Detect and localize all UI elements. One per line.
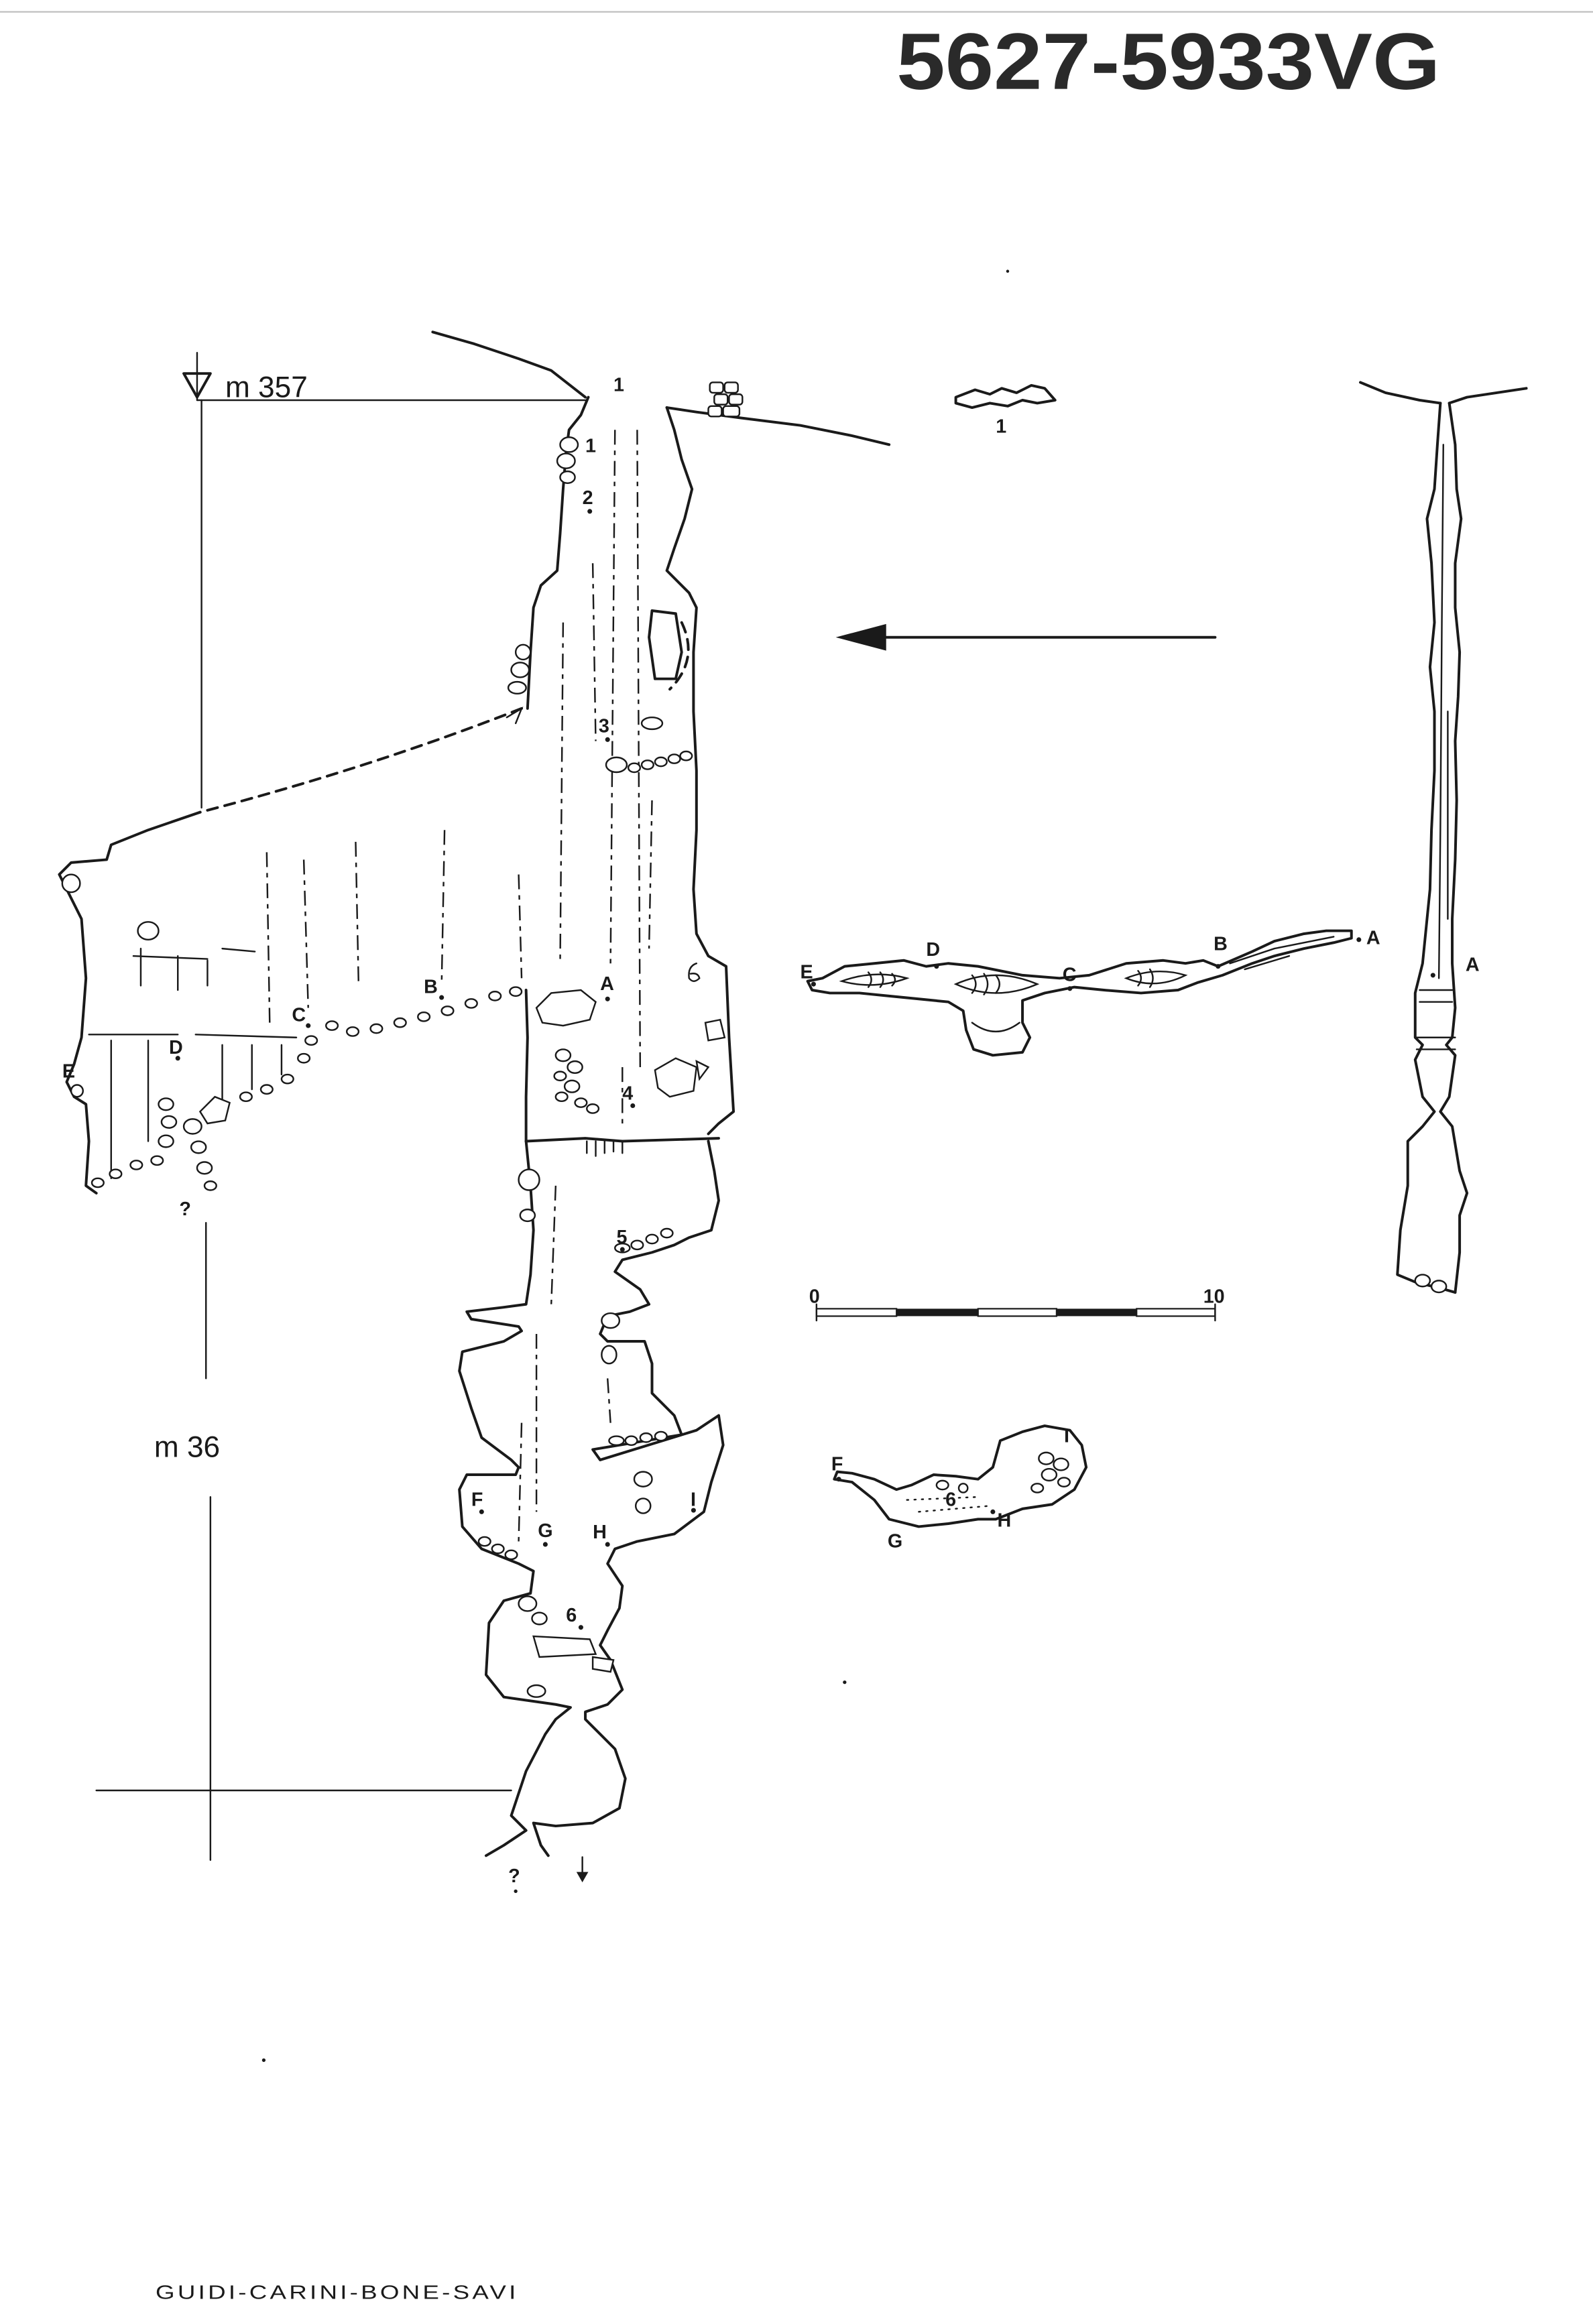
plan-1-outline bbox=[954, 383, 1057, 410]
direction-arrow bbox=[835, 623, 1217, 651]
plan-F-I-station-label: F bbox=[831, 1453, 843, 1475]
station-label: 2 bbox=[583, 487, 593, 509]
section-drawing: m 357 m 36 bbox=[58, 330, 891, 1894]
pillar-dashed-edge bbox=[668, 621, 690, 691]
station-label: 6 bbox=[566, 1605, 577, 1626]
chamber-roof-dashed bbox=[198, 707, 523, 814]
profile-station-label: A bbox=[1466, 954, 1480, 975]
elevation-triangle-icon bbox=[182, 372, 212, 399]
station-label: E bbox=[62, 1060, 75, 1082]
station-label: H bbox=[593, 1522, 607, 1543]
plan-A-E-outline bbox=[806, 929, 1353, 1057]
station-label: C bbox=[292, 1004, 306, 1026]
plan-A-E-station-label: D bbox=[926, 939, 940, 961]
profile-surface bbox=[1359, 381, 1528, 405]
plan-F-I-station-label: G bbox=[888, 1530, 902, 1552]
plan-A-E-station-label: A bbox=[1366, 927, 1380, 949]
plan-1: 1 bbox=[954, 383, 1057, 438]
chamber-floor-pebbles bbox=[91, 986, 523, 1191]
section-station-labels: 1 1 2 3 A B C D E 4 5 F G H I 6 ? ? bbox=[62, 375, 696, 1887]
plan-A-E: E D C B A bbox=[801, 927, 1380, 1057]
plan-A-E-station-label: E bbox=[801, 961, 813, 983]
fracture-lines bbox=[266, 430, 653, 1542]
authors-credit: GUIDI-CARINI-BONE-SAVI bbox=[156, 2282, 519, 2303]
junction-left-wall bbox=[524, 989, 529, 1143]
scale-start-label: 0 bbox=[809, 1286, 820, 1308]
plan-F-I-station-label: I bbox=[1064, 1425, 1069, 1447]
plan-A-E-inner-lens bbox=[839, 971, 1188, 994]
plan-F-I: F G 6 H I bbox=[831, 1424, 1088, 1552]
station-label: F bbox=[471, 1489, 483, 1510]
profile-left-wall bbox=[1396, 402, 1457, 1294]
station-label: 4 bbox=[622, 1083, 633, 1105]
surface-left bbox=[431, 330, 587, 399]
paper-specks bbox=[261, 269, 1010, 2063]
plan-1-station-label: 1 bbox=[996, 416, 1006, 438]
boulders bbox=[61, 381, 744, 1698]
plan-A-E-passage-lines bbox=[1229, 936, 1335, 971]
elevation-marker bbox=[95, 352, 587, 1861]
flowstone-symbol bbox=[688, 962, 701, 982]
chamber-left-wall bbox=[58, 810, 202, 1195]
roof-arrow bbox=[506, 707, 524, 725]
unknown-continuation-mark: ? bbox=[179, 1199, 191, 1220]
profile-stone bbox=[1414, 1274, 1431, 1288]
station-label: A bbox=[600, 973, 614, 995]
profile-inner-lines bbox=[1437, 444, 1449, 979]
plan-F-I-station-label: 6 bbox=[945, 1489, 956, 1510]
step-ticks bbox=[586, 1140, 624, 1157]
lower-right-wall bbox=[532, 1140, 725, 1857]
pillar bbox=[648, 609, 683, 680]
section-station-dots bbox=[175, 509, 696, 1894]
arrow-left-icon bbox=[835, 623, 886, 651]
chamber-dripline bbox=[110, 1039, 283, 1180]
plan-F-I-stones bbox=[935, 1451, 1071, 1493]
plan-A-E-station-label: B bbox=[1214, 933, 1228, 955]
scale-bar: 0 10 bbox=[809, 1286, 1225, 1322]
profile-right-wall bbox=[1439, 402, 1469, 1294]
station-label: G bbox=[538, 1520, 552, 1542]
station-label: 1 bbox=[585, 435, 596, 456]
survey-title: 5627-5933VG bbox=[896, 17, 1440, 107]
station-label: 5 bbox=[616, 1227, 627, 1248]
chamber-ledge-d bbox=[88, 1034, 298, 1038]
elevation-label: m 357 bbox=[225, 371, 308, 404]
station-label: 3 bbox=[599, 715, 609, 737]
plan-F-I-outline bbox=[833, 1424, 1088, 1528]
plan-F-I-station-label: H bbox=[997, 1510, 1011, 1531]
chamber-ledge-upper bbox=[132, 947, 256, 991]
step-ledge bbox=[524, 1137, 720, 1143]
plan-A-E-floor-marks bbox=[867, 968, 1154, 1033]
shaft-left-wall bbox=[526, 395, 590, 710]
station-label: D bbox=[169, 1037, 183, 1058]
profile-right: A bbox=[1359, 381, 1528, 1294]
station-label: B bbox=[424, 976, 438, 997]
station-label: 1 bbox=[613, 375, 624, 396]
lower-left-wall bbox=[458, 1140, 572, 1857]
down-arrow-icon bbox=[576, 1872, 589, 1883]
plan-A-E-station-label: C bbox=[1063, 965, 1077, 986]
surface-right bbox=[665, 406, 891, 446]
station-label: I bbox=[691, 1489, 696, 1510]
unknown-continuation-mark: ? bbox=[508, 1866, 520, 1887]
profile-stone bbox=[1430, 1280, 1448, 1294]
depth-label: m 36 bbox=[154, 1431, 220, 1464]
profile-ledges bbox=[1415, 989, 1456, 1050]
scale-end-label: 10 bbox=[1203, 1286, 1225, 1308]
plan-F-I-floor-dots bbox=[906, 1495, 991, 1513]
shaft-right-wall bbox=[665, 406, 735, 1136]
